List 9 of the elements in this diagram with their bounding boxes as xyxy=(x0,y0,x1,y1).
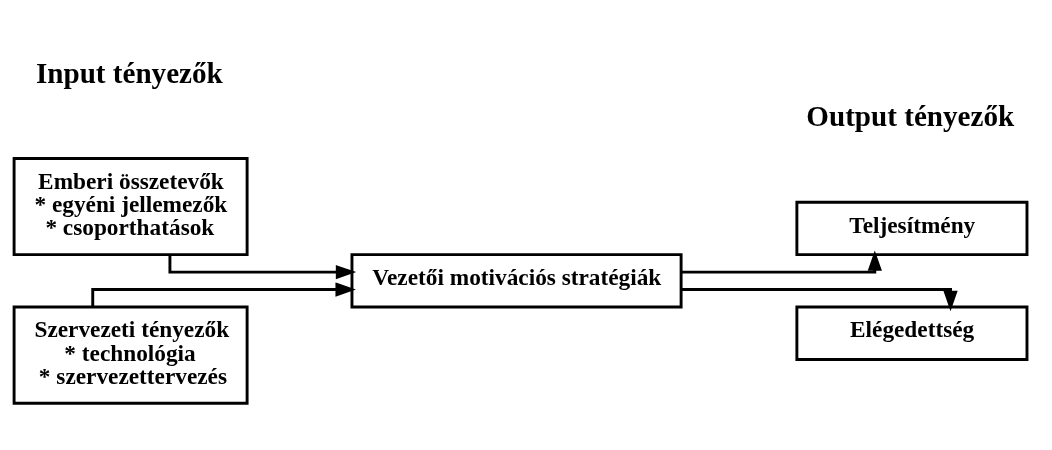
arrow xyxy=(681,249,882,274)
label: Output tényezők xyxy=(806,99,1015,132)
label: Input tényezők xyxy=(35,56,223,89)
node-box: Emberi összetevők * egyéni jellemezők * csoporthatások xyxy=(12,156,249,256)
node-box: Elégedettség xyxy=(795,305,1029,361)
node-box: Szervezeti tényezők * technológia * szervezettervezés xyxy=(12,305,249,405)
node-box: Vezetői motivációs stratégiák xyxy=(350,252,683,308)
node-box: Teljesítmény xyxy=(795,200,1029,256)
arrow xyxy=(681,287,958,311)
